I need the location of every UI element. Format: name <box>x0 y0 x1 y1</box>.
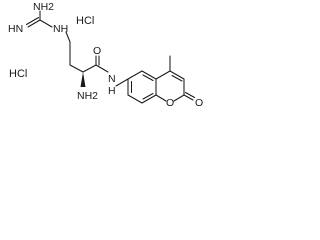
amide-oxygen-label: O <box>93 45 101 57</box>
lactone-oxygen-label: O <box>195 97 203 109</box>
amide-nitrogen-label: N <box>108 73 116 85</box>
amide-group <box>82 55 129 87</box>
guanidine-nh-label: NH <box>53 23 68 35</box>
guanidine-group <box>25 10 53 28</box>
stereo-wedge <box>80 72 86 87</box>
alpha-nh2-label: NH2 <box>77 90 98 102</box>
amine-nh2-label: NH2 <box>33 1 54 13</box>
imine-hn-label: HN <box>8 23 23 35</box>
side-chain <box>65 31 84 73</box>
hcl-label-1: HCl <box>76 15 94 27</box>
ring-oxygen-label: O <box>166 97 174 109</box>
hcl-label-2: HCl <box>9 68 27 80</box>
coumarin-ring-system <box>127 55 196 104</box>
chemical-structure: NH2 HN NH HCl HCl O N H NH2 <box>8 1 203 109</box>
amide-hydrogen-label: H <box>108 85 116 97</box>
